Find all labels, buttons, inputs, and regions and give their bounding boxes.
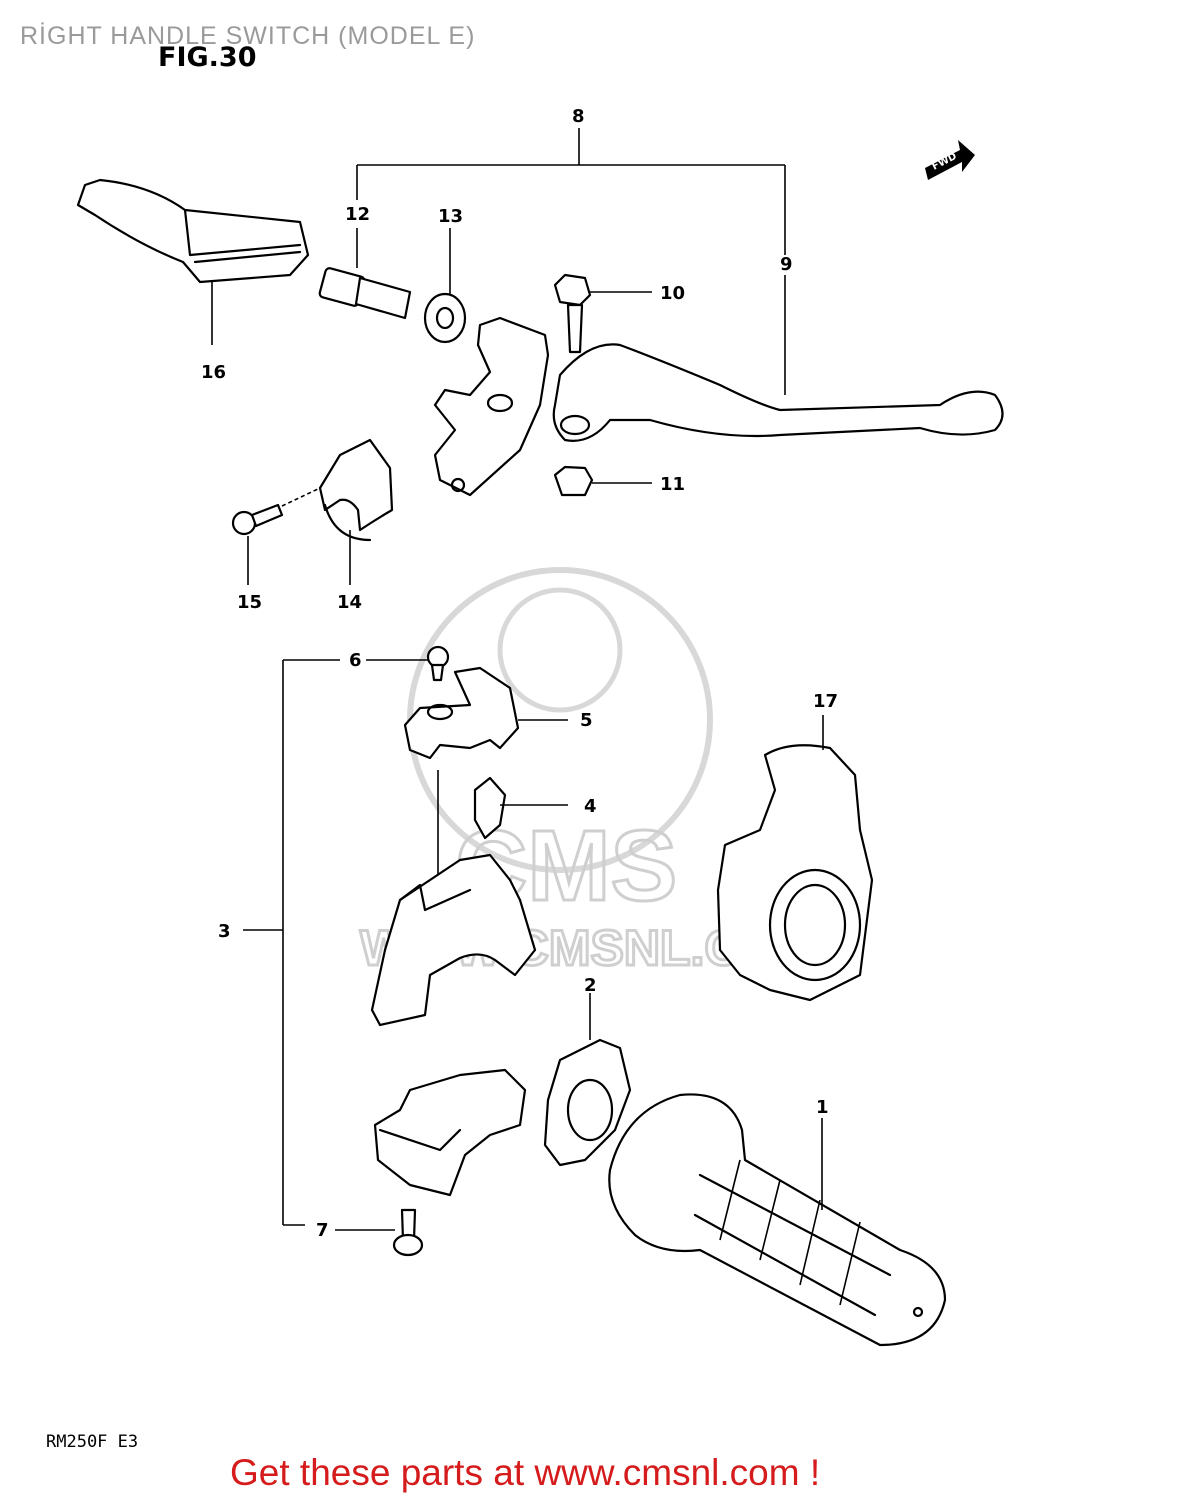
page-title: RİGHT HANDLE SWITCH (MODEL E)	[20, 22, 476, 50]
part-number-labels: 8 12 13 9 10 16 11 15 14 6 17 5 4 3 2 1 …	[201, 106, 838, 1241]
locknut-part	[423, 228, 467, 344]
part-number-label: 9	[780, 254, 793, 275]
fwd-arrow-icon: FWD	[925, 140, 975, 180]
cable-holder-part	[403, 666, 568, 880]
screw-6-part	[366, 645, 450, 682]
group-bracket-3	[243, 659, 340, 1226]
part-number-label: 6	[349, 650, 362, 671]
footer-link[interactable]: Get these parts at www.cmsnl.com !	[230, 1452, 821, 1493]
part-number-label: 14	[337, 592, 362, 613]
switch-housing-upper-part	[370, 853, 537, 1027]
throttle-grip-part	[608, 1093, 947, 1347]
adjuster-part	[318, 228, 412, 320]
part-number-label: 15	[237, 592, 262, 613]
part-number-label: 12	[345, 204, 370, 225]
part-number-label: 3	[218, 921, 231, 942]
lever-cover-part	[76, 178, 310, 345]
part-number-label: 11	[660, 474, 685, 495]
clamp-screw-part	[231, 487, 321, 585]
figure-label: FIG.30	[158, 42, 257, 73]
part-number-label: 5	[580, 710, 593, 731]
model-code: RM250F E3	[46, 1432, 139, 1452]
part-number-label: 2	[584, 975, 597, 996]
cable-clip-part	[473, 776, 568, 840]
part-number-label: 8	[572, 106, 585, 127]
part-number-label: 13	[438, 206, 463, 227]
part-number-label: 16	[201, 362, 226, 383]
part-number-label: 1	[816, 1097, 829, 1118]
pulley-plate-part	[543, 993, 632, 1167]
pivot-bolt-part	[553, 273, 652, 354]
lever-holder-part	[433, 316, 550, 497]
clamp-part	[318, 438, 394, 585]
screw-7-part	[335, 1208, 424, 1257]
part-number-label: 7	[316, 1220, 329, 1241]
part-number-label: 17	[813, 691, 838, 712]
throttle-cover-part	[716, 715, 874, 1002]
group-bracket-8	[356, 128, 786, 395]
lever-nut-part	[553, 465, 652, 497]
part-number-label: 10	[660, 283, 685, 304]
switch-housing-lower-part	[373, 1068, 527, 1197]
part-number-label: 4	[584, 796, 597, 817]
brake-lever-part	[552, 343, 1004, 442]
